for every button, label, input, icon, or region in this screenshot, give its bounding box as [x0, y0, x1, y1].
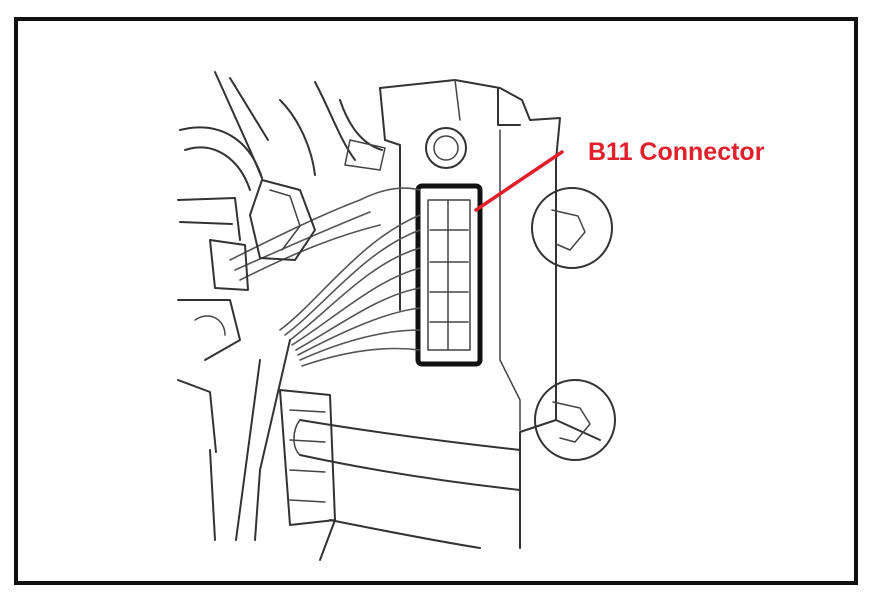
mounting-bracket	[379, 79, 601, 549]
b11-connector-label: B11 Connector	[588, 138, 765, 166]
left-hoses	[177, 71, 386, 541]
lower-hose	[279, 389, 521, 561]
wire-harness	[229, 187, 421, 367]
figure-frame	[14, 17, 858, 585]
callout-leader	[474, 150, 564, 212]
bolt-right-lower	[534, 379, 616, 461]
b11-connector	[415, 183, 483, 367]
bolt-top	[425, 127, 467, 169]
bolt-right-upper	[531, 187, 613, 269]
